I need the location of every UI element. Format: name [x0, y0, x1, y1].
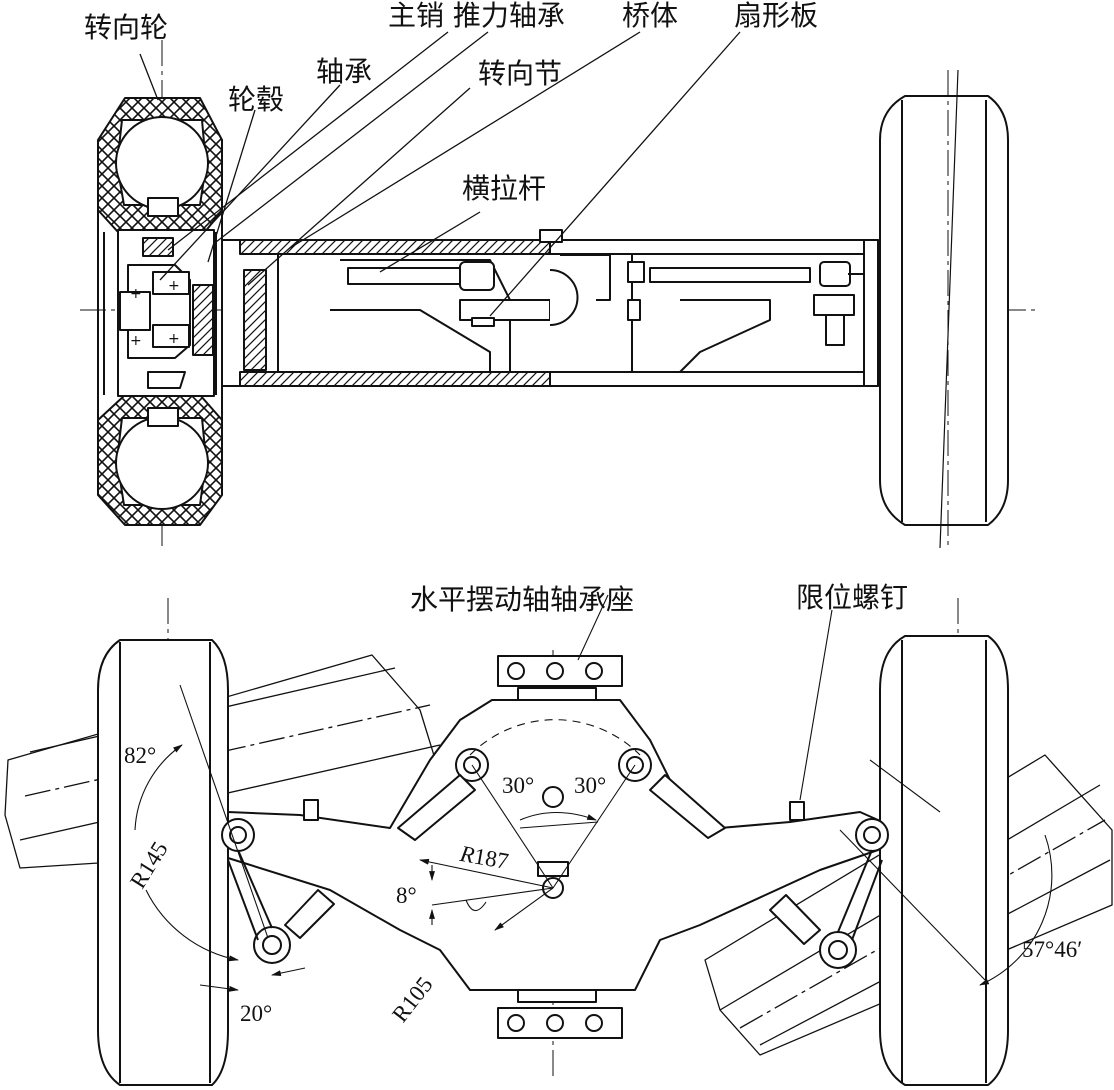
dim-angle-8: 8°: [396, 883, 417, 908]
top-view: + + + +: [80, 31, 1040, 549]
label-limit-screw: 限位螺钉: [796, 581, 909, 614]
dim-angle-20: 20°: [240, 1001, 273, 1026]
dim-angle-30-right: 30°: [574, 773, 607, 798]
label-steering-wheel: 转向轮: [84, 11, 169, 44]
right-steering-wheel: [879, 69, 1009, 549]
label-axle-body: 桥体: [622, 0, 679, 32]
top-leaders: [139, 31, 741, 317]
right-wheel-bottom: [879, 635, 1009, 1086]
label-sector-plate: 扇形板: [734, 0, 819, 32]
construction-lines: [134, 594, 1053, 992]
svg-text:+: +: [130, 286, 142, 302]
left-steering-wheel: + + + +: [97, 97, 223, 526]
left-wheel-bottom: [97, 639, 229, 1086]
dim-angle-57-46: 57°46′: [1022, 937, 1083, 962]
bottom-view: [4, 594, 1113, 1086]
axle-body: [221, 229, 879, 387]
label-steering-knuckle: 转向节: [478, 57, 563, 90]
label-tie-rod: 横拉杆: [462, 172, 547, 205]
dim-angle-82: 82°: [124, 743, 157, 768]
svg-text:+: +: [168, 331, 180, 347]
axle-beam-bottom: [221, 655, 889, 1039]
label-pivot-bearing-seat: 水平摆动轴轴承座: [410, 583, 635, 616]
label-hub: 轮毂: [228, 83, 285, 116]
svg-text:+: +: [130, 333, 142, 349]
dim-angle-30-left: 30°: [502, 773, 535, 798]
svg-text:+: +: [168, 278, 180, 294]
label-kingpin-thrust-bearing: 主销 推力轴承: [388, 0, 565, 32]
label-bearing: 轴承: [316, 55, 373, 88]
